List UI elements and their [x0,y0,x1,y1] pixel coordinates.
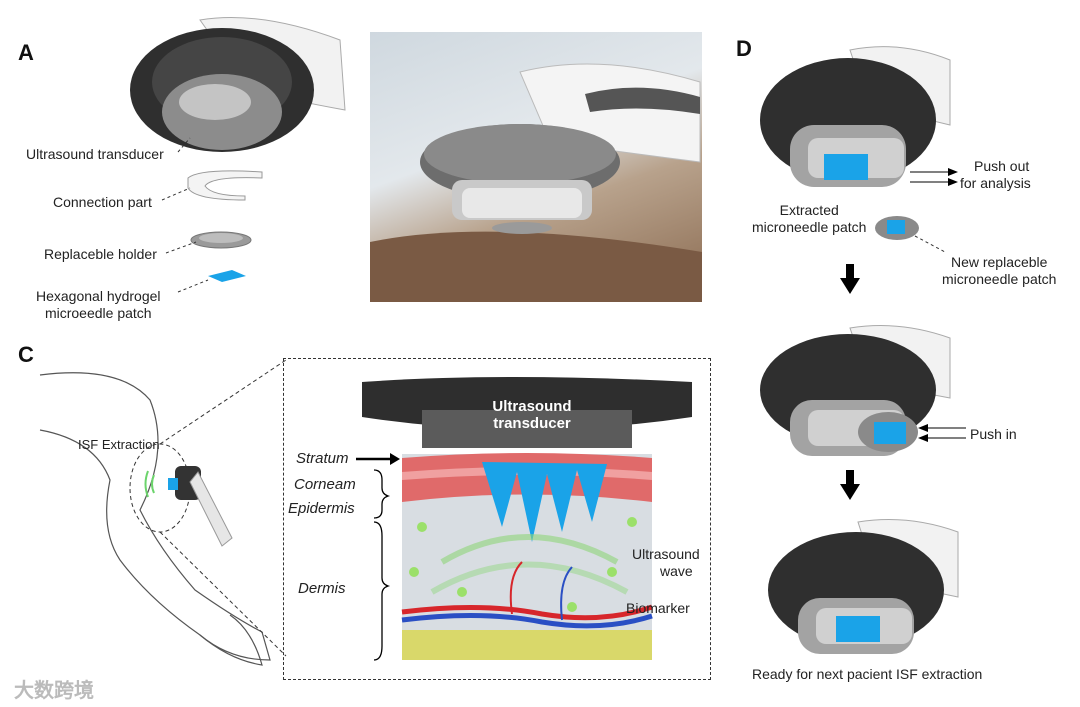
label-corneam: Corneam [294,476,356,493]
arm-illustration [39,359,287,666]
label-stratum: Stratum [296,450,349,467]
device-push-in [760,325,951,456]
step-arrow-1-icon [840,264,860,294]
device-photo [370,32,702,302]
label-extracted-patch: Extracted microneedle patch [752,202,866,236]
label-new-patch-line1: New replaceble [950,254,1048,270]
stratum-arrow-icon [356,453,400,465]
label-ultrasound-wave: Ultrasound wave [632,546,700,580]
panel-letter-d: D [736,36,752,61]
label-push-out-line2: for analysis [960,175,1031,191]
device-extracted [760,46,951,187]
label-new-patch-line2: microneedle patch [942,271,1057,287]
label-biomarker: Biomarker [626,600,690,616]
label-connection-part: Connection part [53,194,152,210]
label-push-out: Push out for analysis [960,158,1031,192]
watermark: 大数跨境 [14,680,94,702]
label-new-patch: New replaceble microneedle patch [942,254,1056,288]
skin-inset-frame [283,358,711,680]
label-ultrasound-wave-line1: Ultrasound [632,546,700,562]
label-epidermis: Epidermis [288,500,355,517]
label-ultrasound-wave-line2: wave [660,563,693,579]
new-patch-holder [875,216,946,253]
label-dermis: Dermis [298,580,346,597]
push-in-arrows [918,424,966,442]
device-ready [768,519,959,654]
push-out-arrows [910,168,958,186]
label-replaceble-holder: Replaceble holder [44,246,157,262]
label-push-in: Push in [970,426,1017,442]
label-isf-extraction: ISF Extraction [78,437,160,452]
panel-letter-a: A [18,40,34,65]
panel-letter-c: C [18,342,34,367]
label-ultrasound-transducer: Ultrasound transducer [26,146,164,162]
label-inset-transducer-line1: Ultrasound [492,398,572,415]
skin-cross-section [362,377,692,660]
photo-device-drawing [370,63,702,302]
step-arrow-2-icon [840,470,860,500]
label-inset-transducer-line2: transducer [493,415,571,432]
label-ready: Ready for next pacient ISF extraction [752,666,983,682]
label-push-out-line1: Push out [974,158,1030,174]
label-hydrogel-patch: Hexagonal hydrogel microeedle patch [36,288,161,322]
layer-braces [373,469,391,661]
label-extracted-patch-line2: microneedle patch [752,219,867,235]
panel-a-exploded-device [130,17,346,293]
label-hydrogel-patch-line2: microeedle patch [44,305,152,321]
label-inset-transducer: Ultrasound transducer [472,398,592,432]
label-hydrogel-patch-line1: Hexagonal hydrogel [36,288,161,304]
label-extracted-patch-line1: Extracted [779,202,839,218]
